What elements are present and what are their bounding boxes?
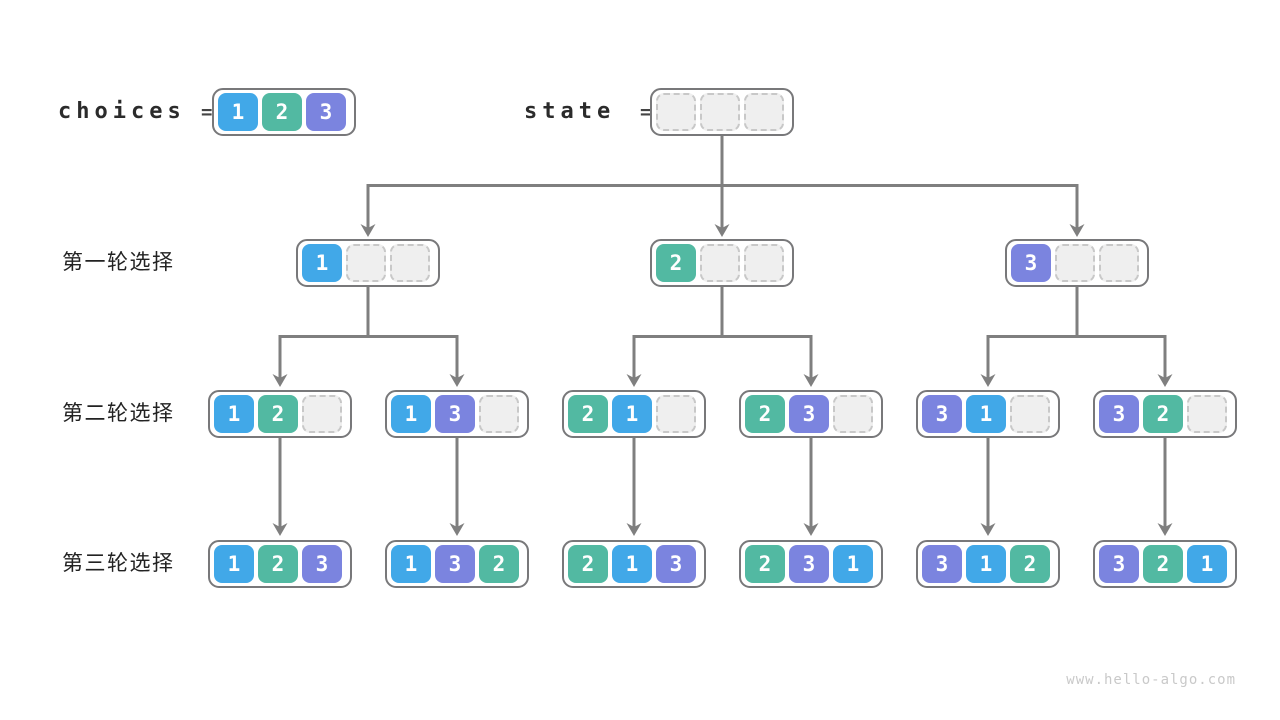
array-cell-1: 1 <box>214 395 254 433</box>
tree-node-r1-2: 2 <box>650 239 794 287</box>
array-cell-2: 2 <box>262 93 302 131</box>
array-cell-empty <box>1010 395 1050 433</box>
array-cell-3: 3 <box>306 93 346 131</box>
array-cell-empty <box>744 244 784 282</box>
array-cell-2: 2 <box>745 395 785 433</box>
array-cell-empty <box>346 244 386 282</box>
array-cell-empty <box>700 244 740 282</box>
array-cell-empty <box>302 395 342 433</box>
state-equals-sign: = <box>640 101 652 123</box>
array-cell-2: 2 <box>1143 545 1183 583</box>
tree-node-r1-3: 3 <box>1005 239 1149 287</box>
array-cell-2: 2 <box>1143 395 1183 433</box>
array-cell-empty <box>1187 395 1227 433</box>
array-cell-empty <box>1099 244 1139 282</box>
array-cell-3: 3 <box>789 395 829 433</box>
choices-label: choices <box>58 99 186 124</box>
array-cell-2: 2 <box>568 545 608 583</box>
array-cell-1: 1 <box>612 395 652 433</box>
array-cell-1: 1 <box>966 395 1006 433</box>
array-cell-1: 1 <box>218 93 258 131</box>
array-cell-1: 1 <box>391 545 431 583</box>
array-cell-1: 1 <box>1187 545 1227 583</box>
round-1-label: 第一轮选择 <box>62 251 175 274</box>
array-cell-2: 2 <box>258 545 298 583</box>
array-cell-3: 3 <box>1011 244 1051 282</box>
watermark: www.hello-algo.com <box>1066 672 1236 688</box>
array-cell-3: 3 <box>435 395 475 433</box>
arrow-down-icons <box>272 224 1173 536</box>
array-cell-1: 1 <box>214 545 254 583</box>
array-cell-empty <box>479 395 519 433</box>
array-cell-3: 3 <box>435 545 475 583</box>
array-cell-empty <box>833 395 873 433</box>
array-cell-1: 1 <box>391 395 431 433</box>
tree-node-r1-1: 1 <box>296 239 440 287</box>
array-cell-3: 3 <box>922 395 962 433</box>
array-cell-1: 1 <box>302 244 342 282</box>
array-cell-2: 2 <box>745 545 785 583</box>
array-cell-empty <box>1055 244 1095 282</box>
array-cell-3: 3 <box>1099 395 1139 433</box>
array-cell-2: 2 <box>258 395 298 433</box>
array-cell-3: 3 <box>1099 545 1139 583</box>
array-cell-2: 2 <box>656 244 696 282</box>
array-cell-empty <box>656 395 696 433</box>
state-label: state <box>524 99 616 124</box>
array-cell-empty <box>656 93 696 131</box>
array-cell-empty <box>390 244 430 282</box>
array-cell-1: 1 <box>612 545 652 583</box>
array-cell-empty <box>700 93 740 131</box>
choices-equals-sign: = <box>201 101 213 123</box>
array-cell-1: 1 <box>966 545 1006 583</box>
array-cell-2: 2 <box>568 395 608 433</box>
round-3-label: 第三轮选择 <box>62 552 175 575</box>
connector-lines <box>278 136 1167 528</box>
array-cell-3: 3 <box>302 545 342 583</box>
round-2-label: 第二轮选择 <box>62 402 175 425</box>
array-cell-empty <box>744 93 784 131</box>
array-cell-2: 2 <box>479 545 519 583</box>
state-array <box>650 88 794 136</box>
array-cell-3: 3 <box>656 545 696 583</box>
array-cell-3: 3 <box>922 545 962 583</box>
array-cell-3: 3 <box>789 545 829 583</box>
array-cell-2: 2 <box>1010 545 1050 583</box>
array-cell-1: 1 <box>833 545 873 583</box>
